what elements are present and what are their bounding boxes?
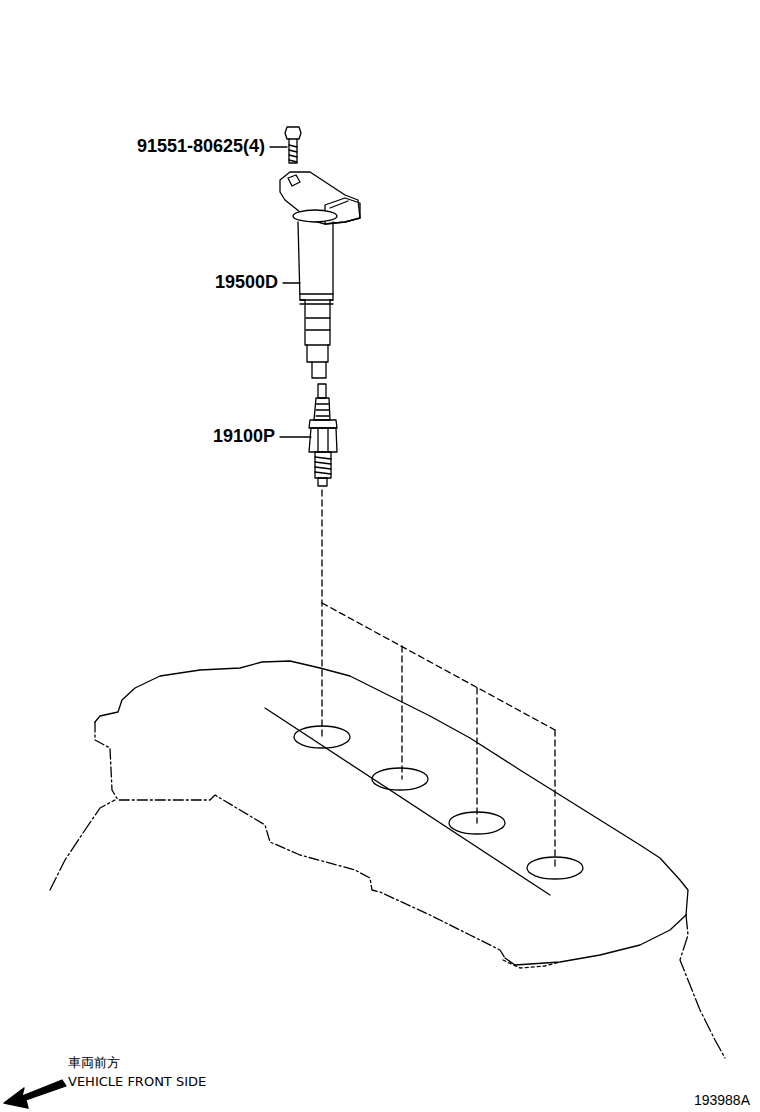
part-number: 19500D <box>215 273 278 293</box>
engine-cover <box>95 661 688 968</box>
bolt <box>285 127 301 163</box>
figure-code: 193988A <box>694 1093 750 1108</box>
part-number: 91551-80625(4) <box>137 137 265 157</box>
spark-plug <box>309 384 337 486</box>
front-arrow <box>4 1080 66 1108</box>
direction-note: 車両前方 <box>68 1056 120 1070</box>
plug-holes <box>265 708 583 895</box>
engine-block-outline <box>50 800 725 1058</box>
ignition-coil <box>280 172 360 378</box>
part-number: 19100P <box>213 427 275 447</box>
direction-note: VEHICLE FRONT SIDE <box>68 1075 206 1089</box>
